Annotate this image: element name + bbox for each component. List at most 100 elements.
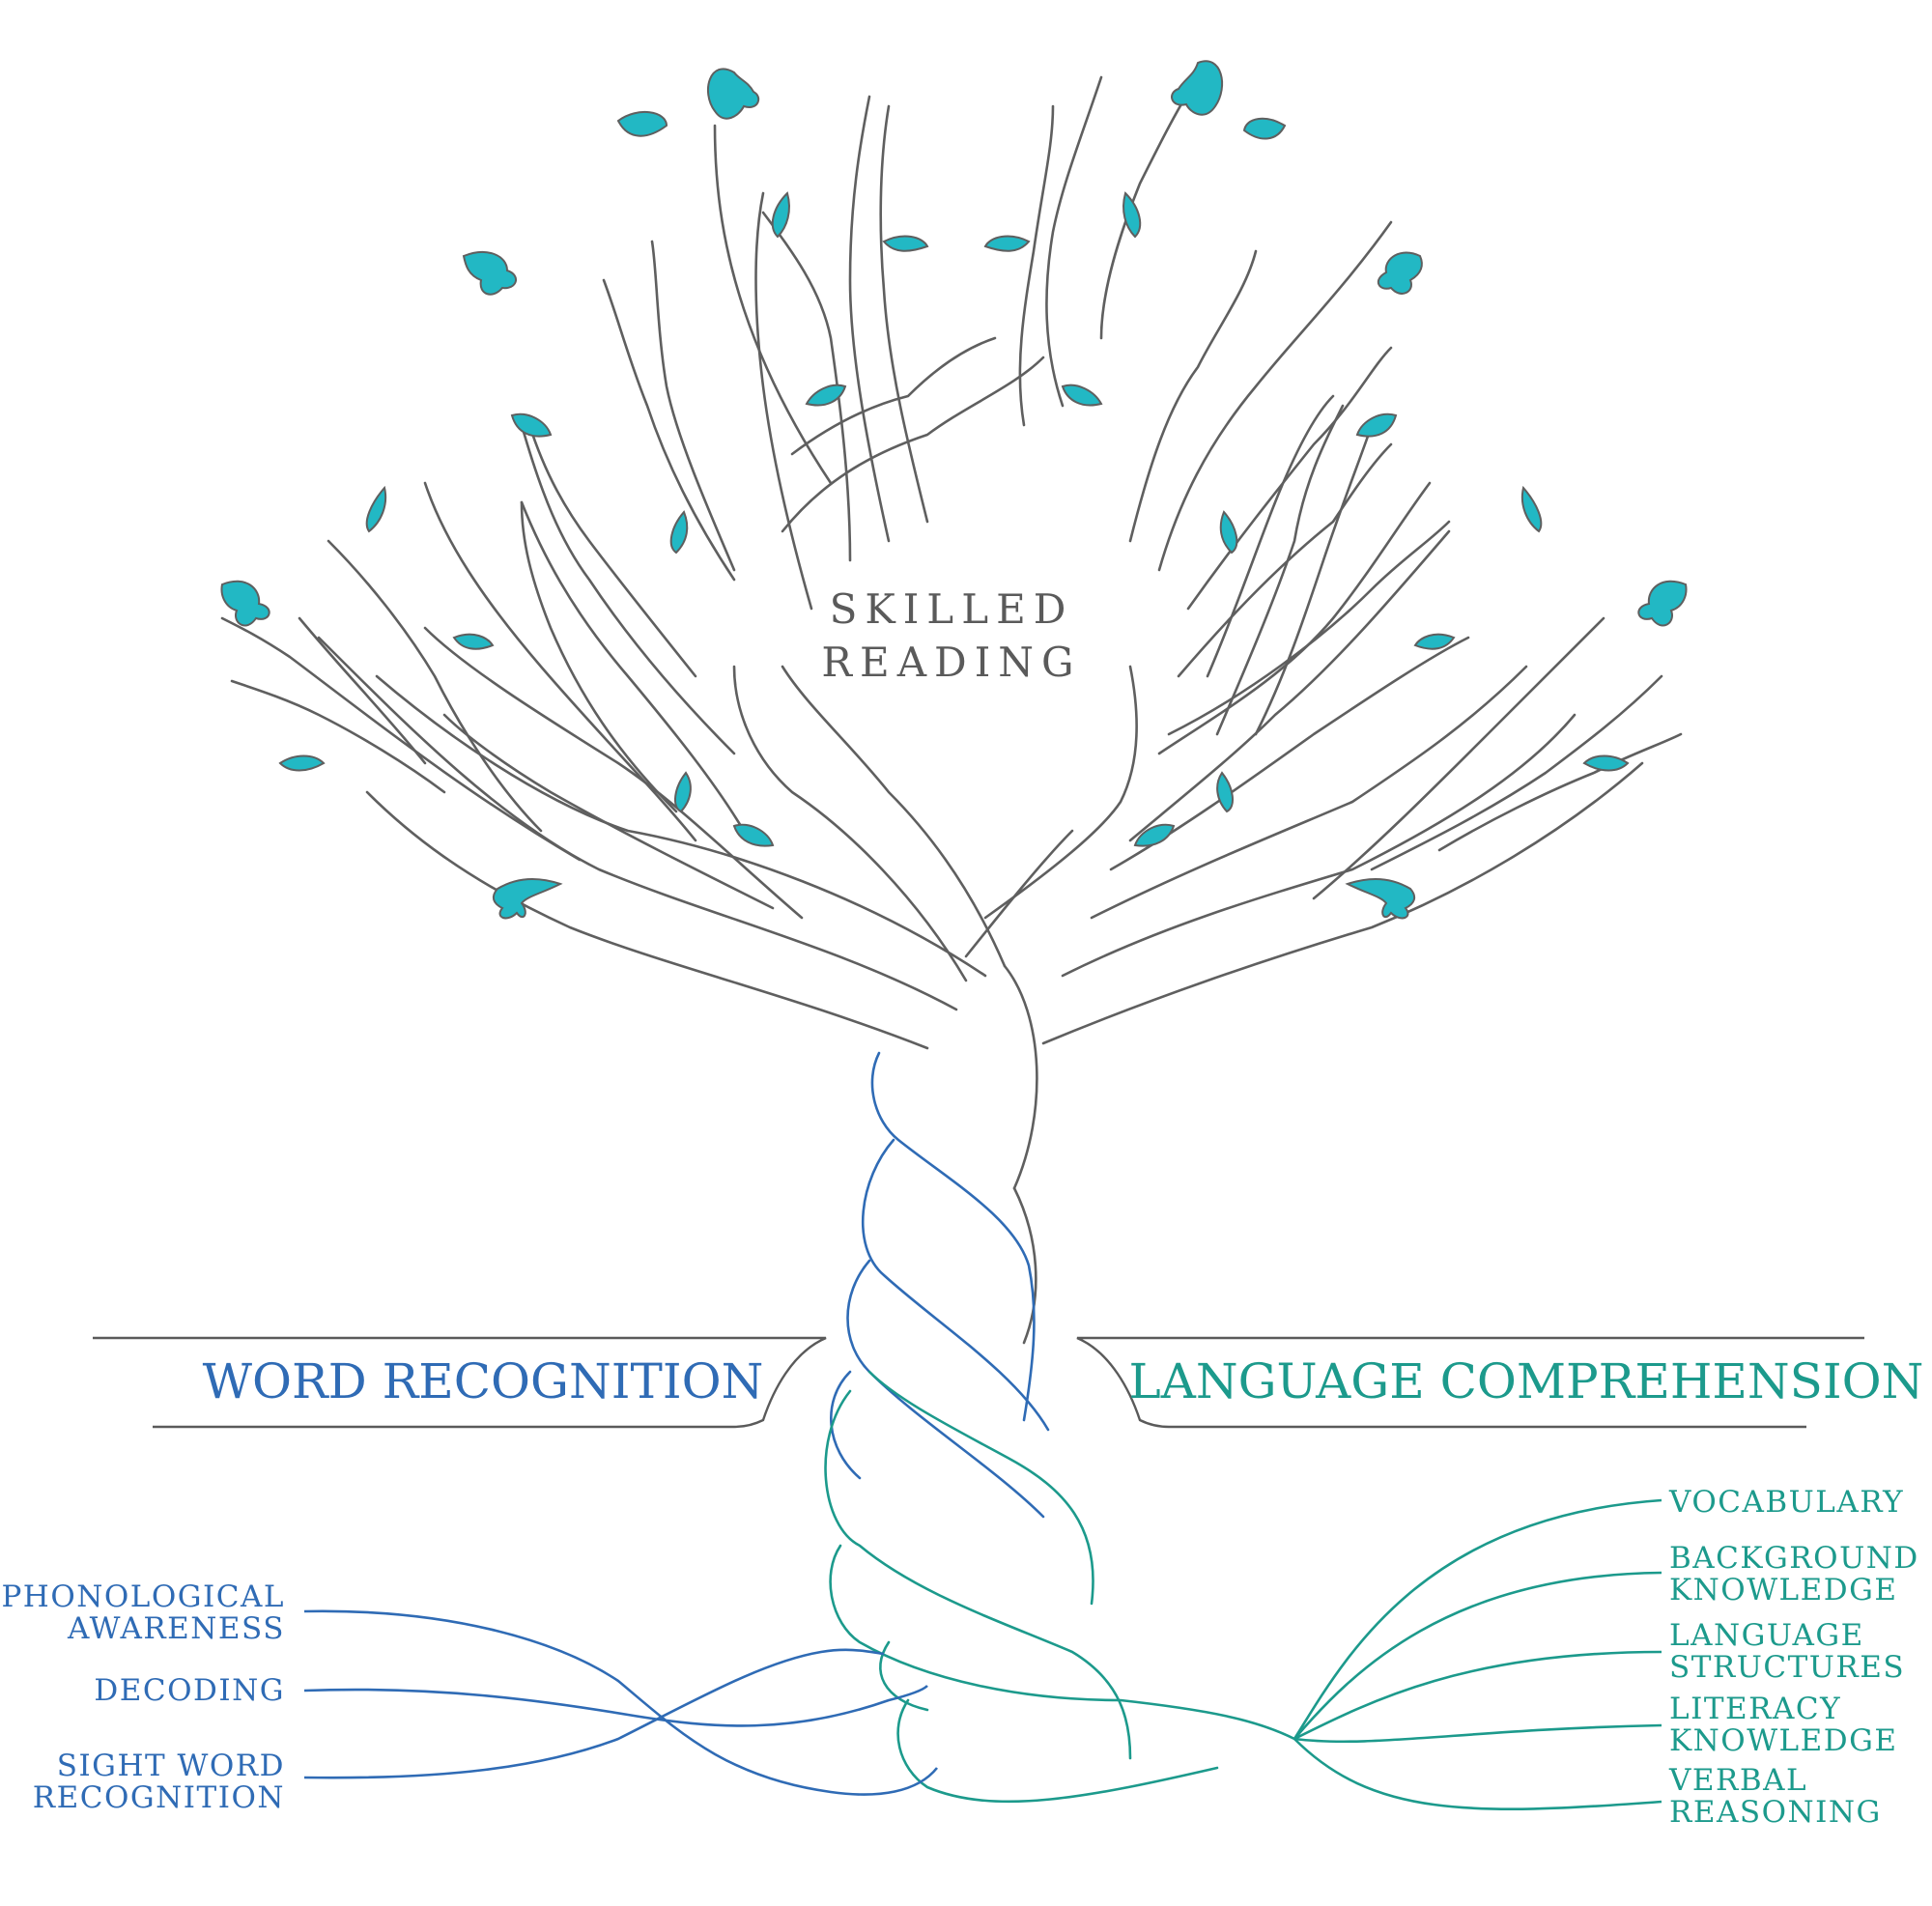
rope-outline: [1003, 964, 1038, 1190]
banner-left: [93, 1336, 827, 1429]
branch-line: [442, 713, 775, 910]
branch-line: [1254, 423, 1374, 736]
label-verbal-line1: VERBAL: [1668, 1763, 1807, 1798]
label-decoding: DECODING: [94, 1673, 285, 1708]
leaf-icon: [1637, 580, 1688, 627]
branch-line: [1177, 442, 1393, 678]
leaf-icon: [1345, 878, 1416, 920]
leaf-icon: [1171, 60, 1224, 116]
branch-line: [1018, 104, 1055, 427]
branch-line: [298, 616, 427, 765]
leaf-icon: [805, 384, 847, 407]
banner-left-label: WORD RECOGNITION: [203, 1353, 764, 1409]
leaf-icon: [1219, 510, 1238, 555]
label-sight-word-line2: RECOGNITION: [33, 1780, 285, 1815]
rope-strand-blue: [870, 1051, 1036, 1422]
branch-line: [1312, 616, 1605, 900]
branch-line: [375, 674, 987, 978]
leaf-icon: [1122, 191, 1142, 239]
leaf-icon: [1377, 251, 1423, 295]
rope-strand-blue: [846, 1259, 1045, 1519]
banner-left-rule: [93, 1336, 827, 1429]
leaf-icon: [278, 754, 326, 772]
trunk-rope: [824, 964, 1296, 1804]
branch-line: [754, 191, 813, 611]
leaf-icon: [452, 633, 495, 650]
rope-strand-blue: [861, 1138, 1050, 1432]
branch-line: [761, 211, 852, 562]
leaf-icon: [1133, 823, 1176, 847]
label-language-structures-line1: LANGUAGE: [1669, 1618, 1864, 1653]
branch-line: [1167, 520, 1451, 736]
branch-line: [1437, 732, 1683, 852]
rope-strand-teal: [867, 1370, 1094, 1606]
branch-line: [781, 356, 1045, 533]
label-phonological-line2: AWARENESS: [67, 1611, 285, 1646]
leaf-icon: [674, 771, 692, 813]
label-phonological-line1: PHONOLOGICAL: [1, 1579, 285, 1614]
leaf-icon: [732, 823, 775, 847]
leaf-icon: [616, 110, 668, 137]
leaf-icon: [706, 68, 760, 120]
branch-line: [230, 679, 446, 794]
branch-line: [848, 95, 891, 543]
language-comprehension-labels: VOCABULARY BACKGROUND KNOWLEDGE LANGUAGE…: [1668, 1485, 1918, 1830]
label-vocabulary: VOCABULARY: [1668, 1485, 1904, 1520]
branch-line: [1370, 674, 1663, 871]
branch-line: [1186, 346, 1393, 611]
branch-line: [879, 104, 929, 524]
branch-line: [520, 500, 678, 813]
rope-strand-teal: [829, 1544, 1296, 1741]
leaf-icon: [1216, 771, 1234, 813]
strand-vocabulary: [1293, 1498, 1662, 1740]
tree-branches: [220, 75, 1683, 1050]
branch-line: [781, 665, 1007, 968]
diagram-title-line2: READING: [821, 639, 1081, 686]
branch-line: [1206, 394, 1335, 678]
leaf-icon: [1242, 117, 1287, 140]
strand-background-knowledge: [1293, 1571, 1662, 1740]
leaf-icon: [365, 485, 387, 533]
word-recognition-labels: PHONOLOGICAL AWARENESS DECODING SIGHT WO…: [1, 1579, 285, 1815]
branch-line: [520, 500, 746, 833]
branch-line: [1128, 529, 1451, 842]
leaf-icon: [462, 251, 517, 296]
branch-line: [423, 481, 697, 842]
branch-line: [365, 790, 929, 1050]
strand-sight-word: [303, 1648, 885, 1779]
rope-strand-blue: [830, 1370, 862, 1480]
label-background-line2: KNOWLEDGE: [1669, 1573, 1898, 1607]
language-comprehension-strands: [1293, 1498, 1662, 1810]
leaf-icon: [669, 510, 689, 555]
branch-line: [317, 636, 958, 1011]
branch-line: [732, 665, 968, 982]
rope-strand-teal: [824, 1389, 1132, 1760]
strand-language-structures: [1293, 1650, 1662, 1741]
leaf-icon: [882, 235, 929, 252]
tree-leaves: [220, 60, 1688, 920]
branch-line: [1157, 220, 1393, 572]
leaf-icon: [1355, 412, 1398, 438]
branch-line: [327, 539, 543, 833]
branch-line: [1099, 75, 1200, 340]
rope-strand-teal: [896, 1698, 1219, 1804]
label-literacy-line1: LITERACY: [1669, 1692, 1841, 1726]
rope-outline: [1012, 1186, 1037, 1345]
branch-line: [525, 413, 697, 678]
branch-line: [1090, 665, 1528, 920]
banner-right-rule: [1076, 1336, 1864, 1429]
rope-strand-teal: [879, 1640, 929, 1712]
leaf-icon: [492, 878, 563, 920]
branch-line: [602, 278, 736, 582]
branch-line: [1215, 404, 1345, 736]
leaf-icon: [220, 580, 270, 627]
label-literacy-line2: KNOWLEDGE: [1669, 1723, 1898, 1758]
label-language-structures-line2: STRUCTURES: [1669, 1650, 1905, 1685]
branch-line: [423, 626, 804, 920]
leaf-icon: [1582, 754, 1630, 772]
branch-line: [1061, 713, 1577, 978]
banner-right-label: LANGUAGE COMPREHENSION: [1129, 1353, 1924, 1409]
branch-line: [983, 665, 1138, 920]
branch-line: [650, 240, 736, 572]
